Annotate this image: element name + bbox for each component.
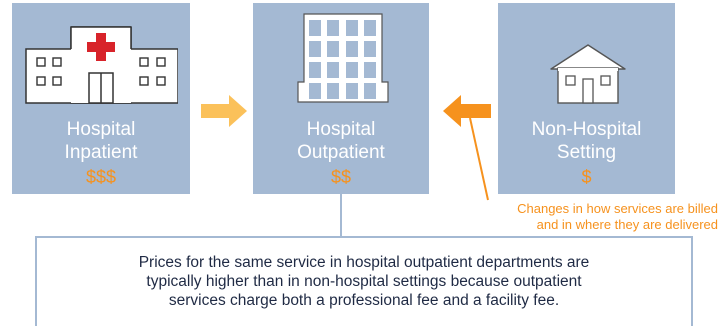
outpatient-price: $$ — [330, 167, 352, 187]
house-icon — [550, 44, 626, 104]
explanation-line1: Prices for the same service in hospital … — [138, 254, 590, 271]
box-non-hospital-setting: Non-Hospital Setting $ — [498, 3, 675, 194]
inpatient-price: $$$ — [85, 167, 117, 187]
explanation-box: Prices for the same service in hospital … — [35, 236, 693, 326]
callout-line1: Changes in how services are billed — [517, 201, 718, 216]
box-hospital-inpatient: Hospital Inpatient $$$ — [12, 3, 190, 194]
hospital-building-icon — [25, 26, 178, 104]
box-hospital-outpatient: Hospital Outpatient $$ — [253, 3, 429, 194]
office-building-icon — [297, 13, 389, 103]
nonhospital-title: Non-Hospital Setting — [498, 118, 675, 164]
nonhospital-price: $ — [581, 167, 592, 187]
inpatient-title: Hospital Inpatient — [12, 118, 190, 164]
explanation-line3: services charge both a professional fee … — [168, 292, 560, 309]
arrow-left-icon — [443, 95, 491, 127]
nonhospital-title-line2: Setting — [556, 142, 617, 163]
callout-line2: and in where they are delivered — [536, 217, 718, 232]
outpatient-title-line2: Outpatient — [297, 142, 385, 163]
explanation-line2: typically higher than in non-hospital se… — [146, 273, 582, 290]
explanation-text: Prices for the same service in hospital … — [37, 253, 691, 310]
inpatient-title-line2: Inpatient — [64, 142, 138, 163]
arrow-right-icon — [201, 95, 247, 127]
callout-text: Changes in how services are billed and i… — [433, 201, 718, 233]
connector-line — [340, 194, 342, 237]
inpatient-title-line1: Hospital — [66, 119, 136, 140]
outpatient-title-line1: Hospital — [306, 119, 376, 140]
nonhospital-title-line1: Non-Hospital — [531, 119, 642, 140]
outpatient-title: Hospital Outpatient — [253, 118, 429, 164]
